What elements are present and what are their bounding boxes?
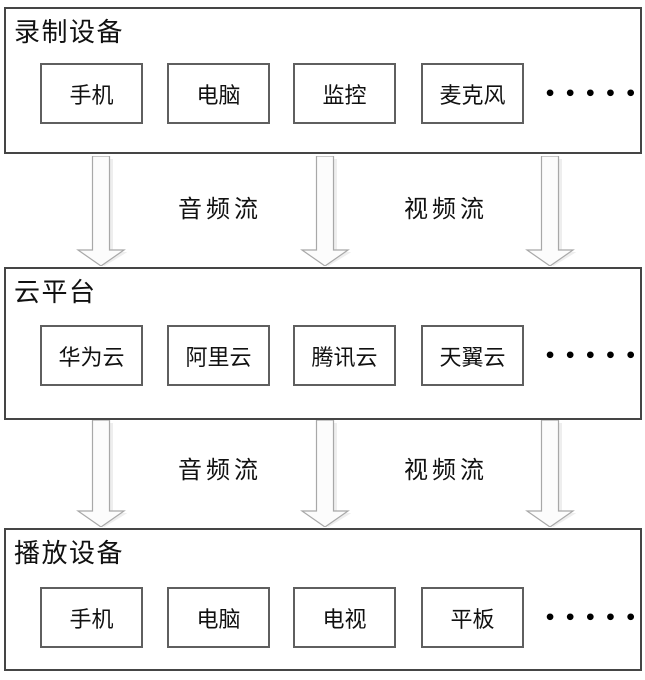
flow-label-audio-stream: 音频流 bbox=[178, 458, 262, 484]
playback-box-tv: 电视 bbox=[293, 587, 396, 648]
playback-box-tablet: 平板 bbox=[421, 587, 524, 648]
ellipsis-dots: •••••• bbox=[544, 344, 645, 367]
section-title-recording: 录制设备 bbox=[14, 18, 125, 47]
section-title-cloud: 云平台 bbox=[14, 278, 97, 307]
cloud-box-ali: 阿里云 bbox=[167, 325, 270, 386]
ellipsis-dots: •••••• bbox=[544, 82, 645, 105]
flow-label-audio-stream: 音频流 bbox=[178, 197, 262, 223]
flow-label-video-stream: 视频流 bbox=[404, 197, 488, 223]
playback-box-phone: 手机 bbox=[40, 587, 143, 648]
down-arrow-icon bbox=[300, 420, 351, 527]
down-arrow-icon bbox=[525, 156, 576, 266]
device-box-monitor: 监控 bbox=[293, 63, 396, 124]
down-arrow-icon bbox=[300, 156, 351, 266]
device-box-phone: 手机 bbox=[40, 63, 143, 124]
flow-label-video-stream: 视频流 bbox=[404, 458, 488, 484]
playback-box-computer: 电脑 bbox=[167, 587, 270, 648]
cloud-box-tianyi: 天翼云 bbox=[421, 325, 524, 386]
device-box-microphone: 麦克风 bbox=[421, 63, 524, 124]
ellipsis-dots: •••••• bbox=[544, 606, 645, 629]
cloud-box-huawei: 华为云 bbox=[40, 325, 143, 386]
down-arrow-icon bbox=[525, 420, 576, 527]
device-box-computer: 电脑 bbox=[167, 63, 270, 124]
down-arrow-icon bbox=[76, 156, 127, 266]
section-title-playback: 播放设备 bbox=[14, 539, 125, 568]
down-arrow-icon bbox=[76, 420, 127, 527]
cloud-box-tencent: 腾讯云 bbox=[293, 325, 396, 386]
